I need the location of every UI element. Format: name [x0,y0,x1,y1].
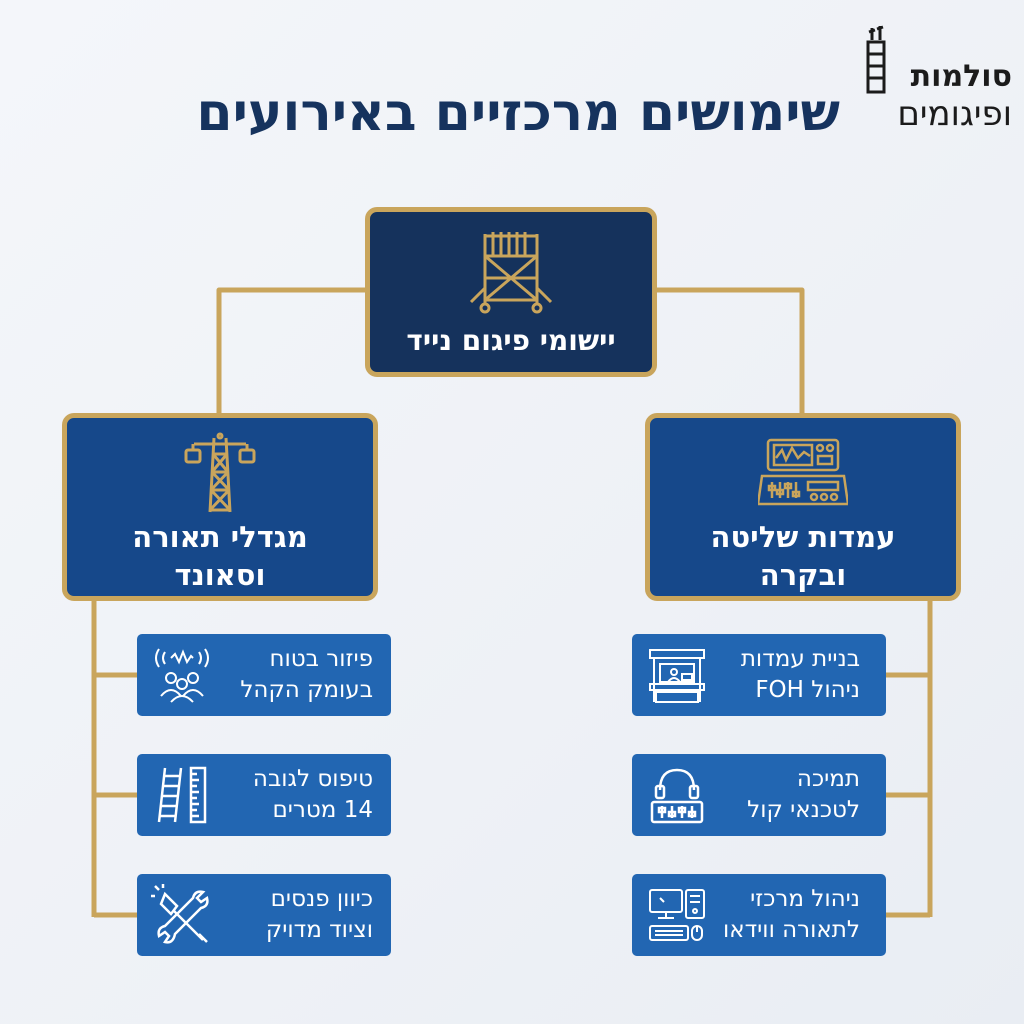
lighting-tower-icon [184,432,256,513]
leaf-text-line2: ניהול FOH [755,677,860,703]
logo-text-line2: ופיגומים [897,94,1012,134]
leaf-text-line1: כיוון פנסים [270,886,373,912]
leaf-text-line1: טיפוס לגובה [252,766,373,792]
branch-left-label-line1: מגדלי תאורה [132,520,308,554]
leaf-climb-height: טיפוס לגובה 14 מטרים [137,754,391,836]
mixing-console-icon [758,438,848,506]
logo-ladder-icon [866,25,886,94]
leaf-text-line2: לתאורה ווידאו [722,917,860,943]
foh-booth-icon [649,649,705,703]
branch-lighting-sound: מגדלי תאורה וסאונד [62,413,378,601]
crowd-sound-icon [155,648,209,703]
ladder-ruler-icon [157,766,207,824]
page-title: שימושים מרכזיים באירועים [196,83,840,143]
leaf-text-line2: 14 מטרים [272,797,373,823]
logo: סולמות ופיגומים [862,24,1012,134]
root-node: יישומי פיגום נייד [365,207,657,377]
branch-right-label-line2: ובקרה [759,558,847,592]
leaf-text-line1: בניית עמדות [740,646,860,672]
headphones-mixer-icon [650,768,704,824]
branch-right-label-line1: עמדות שליטה [710,520,896,554]
connector-root-left [216,287,365,413]
leaf-text-line1: תמיכה [796,766,860,792]
logo-text-line1: סולמות [910,59,1012,94]
leaf-safe-distribution: פיזור בטוח בעומק הקהל [137,634,391,716]
leaf-foh-stations: בניית עמדות ניהול FOH [632,634,886,716]
leaf-text-line1: פיזור בטוח [269,646,373,672]
leaf-text-line2: וציוד מדויק [265,917,373,943]
computer-station-icon [649,889,705,941]
connector-root-right [657,287,805,413]
leaf-text-line1: ניהול מרכזי [750,886,860,912]
leaf-central-management: ניהול מרכזי לתאורה ווידאו [632,874,886,956]
scaffold-icon [469,232,553,314]
root-label: יישומי פיגום נייד [406,324,616,357]
leaf-text-line2: לטכנאי קול [747,797,860,823]
branch-left-label-line2: וסאונד [174,558,266,592]
branch-right-label: עמדות שליטה ובקרה [650,518,956,594]
tools-light-icon [151,884,209,944]
leaf-aim-lights: כיוון פנסים וציוד מדויק [137,874,391,956]
leaf-text-line2: בעומק הקהל [240,677,373,703]
branch-control-stations: עמדות שליטה ובקרה [645,413,961,601]
branch-left-label: מגדלי תאורה וסאונד [67,518,373,594]
leaf-sound-tech-support: תמיכה לטכנאי קול [632,754,886,836]
